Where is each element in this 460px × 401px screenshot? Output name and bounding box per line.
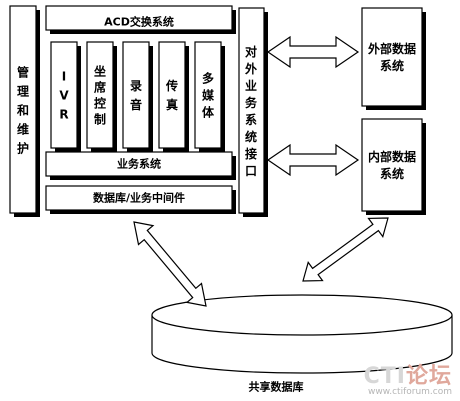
shared-db-cylinder <box>151 294 453 374</box>
middleware-label: 数据库/业务中间件 <box>93 191 185 205</box>
watermark: CTI论坛 www.ctiforum.com <box>364 358 452 397</box>
record-box <box>122 41 153 152</box>
internal-box <box>361 118 426 215</box>
media-box <box>194 41 225 152</box>
interface-box <box>238 7 268 217</box>
middleware-db-arrow <box>133 221 207 307</box>
external-box <box>361 7 426 110</box>
internal-label: 内部数据系统 <box>368 149 416 181</box>
watermark-logo-prefix: CTI <box>363 364 406 389</box>
external-link-arrow <box>266 35 360 69</box>
watermark-logo: CTI论坛 <box>364 358 452 390</box>
business-box <box>45 151 236 180</box>
watermark-url: www.ctiforum.com <box>367 387 452 397</box>
fax-label: 传真 <box>165 78 178 112</box>
acd-label: ACD交换系统 <box>104 15 174 29</box>
agent-box <box>86 41 117 152</box>
ivr-box <box>50 41 81 152</box>
watermark-logo-suffix: 论坛 <box>405 364 452 389</box>
fax-box <box>158 41 189 152</box>
mgmt-label: 管理和维护 <box>16 64 29 155</box>
internal-link-arrow <box>266 143 360 177</box>
external-label: 外部数据系统 <box>368 41 416 73</box>
agent-label: 坐席控制 <box>94 63 106 126</box>
acd-box <box>45 5 236 34</box>
business-label: 业务系统 <box>117 157 161 171</box>
internal-db-arrow <box>302 217 389 282</box>
media-label: 多媒体 <box>202 70 215 119</box>
interface-label: 对外业务系统接口 <box>245 44 258 178</box>
shared-db-label: 共享数据库 <box>249 380 304 394</box>
middleware-box <box>45 185 236 214</box>
mgmt-box <box>9 5 40 217</box>
record-label: 录音 <box>130 79 142 112</box>
